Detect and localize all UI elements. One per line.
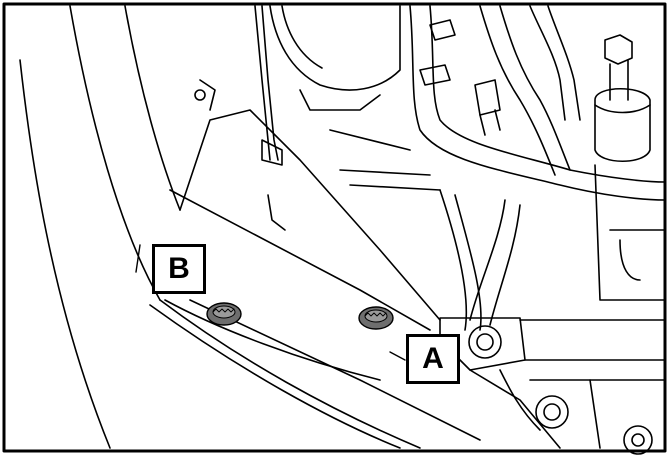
vertical-hose (479, 5, 556, 176)
callout-label-a: A (406, 334, 460, 384)
reservoir-cap (594, 88, 651, 162)
callout-a-leader (389, 351, 406, 361)
bolt-head (604, 34, 633, 65)
upper-hose (409, 5, 666, 201)
fender-curve-outer (19, 59, 111, 449)
callout-b-leader (135, 244, 141, 273)
clip-icon (206, 302, 242, 326)
bracket-bolt (468, 325, 502, 359)
radiator-support-upper (179, 109, 441, 321)
lower-boss (535, 395, 569, 429)
reservoir-tank (269, 5, 401, 91)
fender-curve-inner (69, 5, 161, 301)
clip-icon (358, 306, 394, 330)
callout-label-b: B (152, 244, 206, 294)
